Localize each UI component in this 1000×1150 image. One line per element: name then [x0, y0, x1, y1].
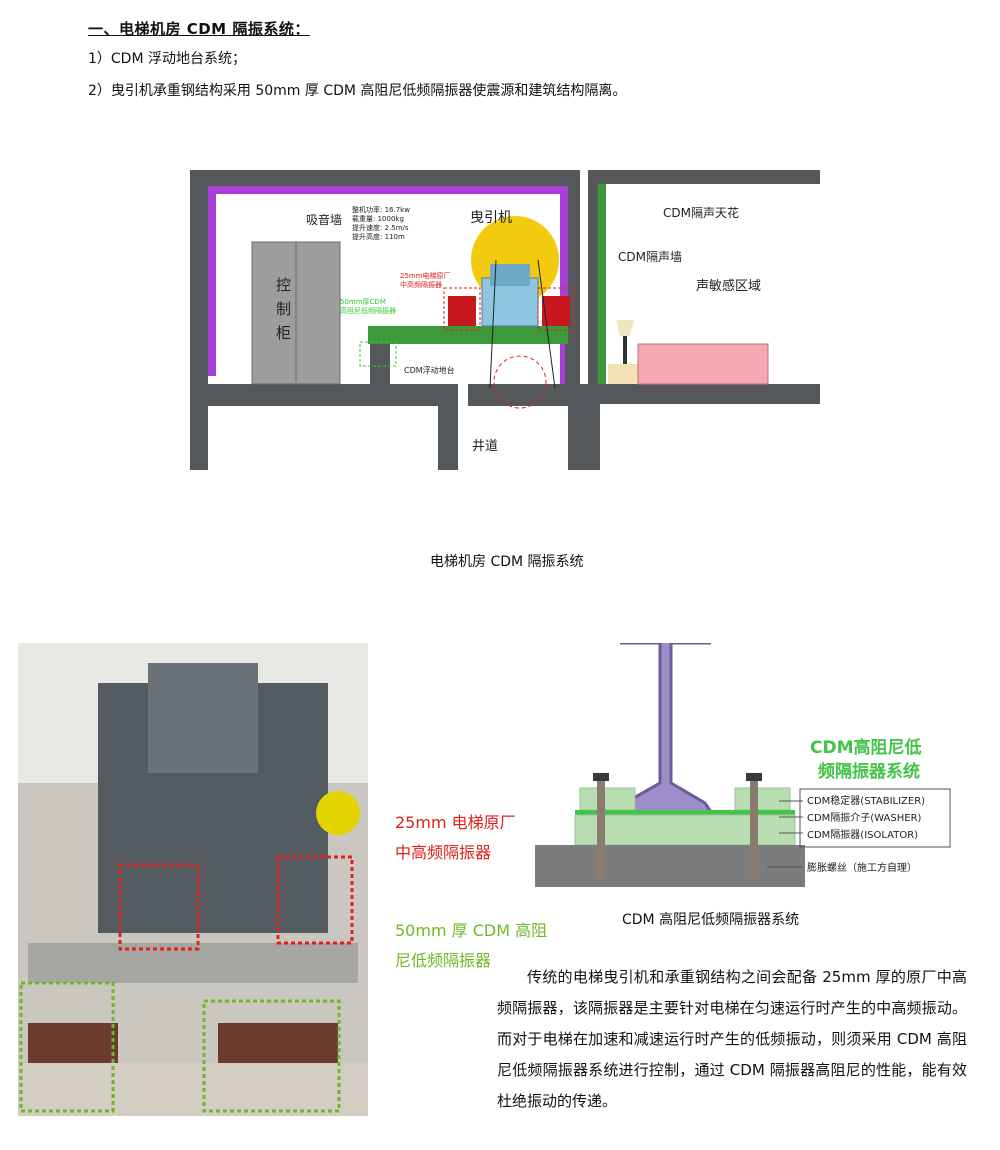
spec-1: 整机功率: 16.7kw — [352, 205, 410, 214]
list-item-2: 2）曳引机承重钢结构采用 50mm 厚 CDM 高阻尼低频隔振器使震源和建筑结构… — [88, 83, 627, 99]
cabinet-label-1: 控 — [276, 276, 291, 294]
iso25-label-1: 25mm电梯原厂 — [400, 271, 451, 280]
photo-label-red-2: 中高频隔振器 — [395, 843, 492, 862]
ceiling-label: CDM隔声天花 — [663, 205, 739, 220]
cabinet-label-2: 制 — [276, 300, 291, 318]
spec-4: 提升高度: 110m — [352, 232, 405, 241]
part-anchor-bolt: 膨胀螺丝（施工方自理） — [807, 861, 917, 874]
spec-2: 载重量: 1000kg — [352, 214, 404, 223]
cabinet-label-3: 柜 — [276, 324, 291, 342]
isolator-title-1: CDM高阻尼低 — [810, 737, 922, 758]
spec-3: 提升速度: 2.5m/s — [352, 223, 409, 232]
isolator-title-2: 频隔振器系统 — [818, 761, 920, 782]
photo-label-red-1: 25mm 电梯原厂 — [395, 813, 516, 832]
diagram1-caption: 电梯机房 CDM 隔振系统 — [430, 554, 584, 570]
sound-wall-label: 吸音墙 — [306, 212, 342, 227]
traction-machine — [443, 216, 575, 389]
part-stabilizer: CDM稳定器(STABILIZER) — [807, 794, 925, 807]
part-isolator: CDM隔振器(ISOLATOR) — [807, 828, 918, 841]
partition-label: CDM隔声墙 — [618, 250, 682, 264]
sensitive-label: 声敏感区域 — [696, 278, 761, 294]
photo-label-green-1: 50mm 厚 CDM 高阻 — [395, 921, 548, 940]
description-paragraph: 传统的电梯曳引机和承重钢结构之间会配备 25mm 厚的原厂中高频隔振器，该隔振器… — [497, 968, 967, 1110]
section-heading: 一、电梯机房 CDM 隔振系统： — [88, 20, 310, 38]
photo-label-green: 50mm 厚 CDM 高阻 尼低频隔振器 — [395, 916, 547, 976]
isolator-diagram: CDM高阻尼低 频隔振器系统 CDM稳定器(STABILIZER) CDM隔振介… — [535, 643, 965, 893]
iso50-label-1: 50mm厚CDM — [340, 298, 386, 306]
floating-floor-slab — [368, 326, 568, 344]
iso25-label-2: 中高频隔振器 — [400, 280, 442, 289]
control-cabinet: 控 制 柜 — [251, 241, 341, 385]
part-washer: CDM隔振介子(WASHER) — [807, 811, 922, 824]
list-item-1: 1）CDM 浮动地台系统； — [88, 51, 246, 67]
machine-room-diagram: 控 制 柜 整机功率: 16.7kw 载重量: 1000kg 提升速度: 2.5… — [190, 168, 600, 473]
iso50-label-2: 高阻尼低频隔振器 — [340, 306, 396, 315]
machine-photo — [18, 643, 368, 1116]
shaft-label: 井道 — [472, 439, 498, 454]
floating-floor-label: CDM浮动地台 — [404, 365, 455, 375]
photo-label-green-2: 尼低频隔振器 — [395, 951, 492, 970]
photo-label-red: 25mm 电梯原厂 中高频隔振器 — [395, 808, 516, 868]
sensitive-room-diagram: CDM隔声天花 CDM隔声墙 声敏感区域 — [598, 170, 820, 404]
diagram2-caption: CDM 高阻尼低频隔振器系统 — [622, 912, 800, 928]
traction-label: 曳引机 — [470, 210, 512, 226]
